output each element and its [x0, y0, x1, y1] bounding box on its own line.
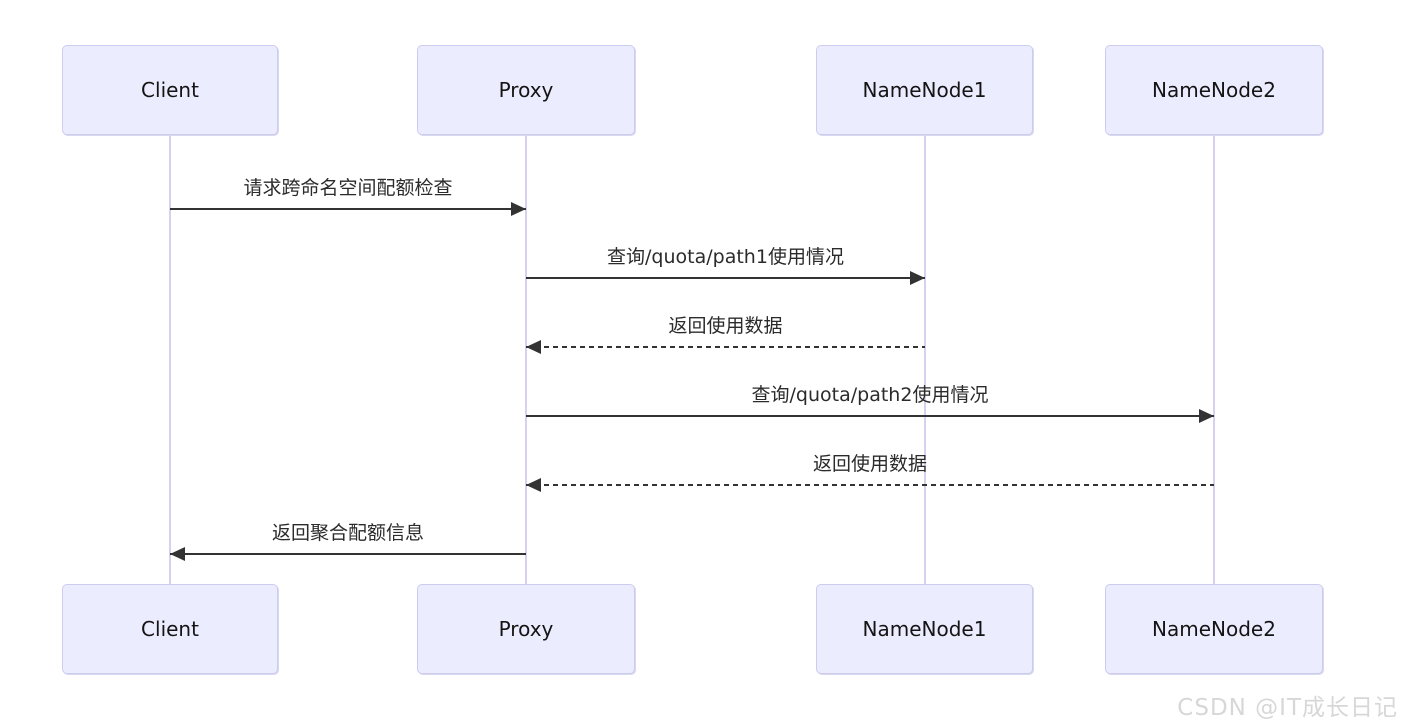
arrowhead-left-icon: [170, 547, 185, 561]
message-namenode1-to-proxy: 返回使用数据: [526, 312, 925, 354]
actor-top-proxy: Proxy: [417, 45, 635, 135]
lifeline-namenode1: [924, 136, 926, 584]
message-line-dashed: [526, 346, 925, 348]
message-line-dashed: [526, 484, 1214, 486]
actor-bottom-proxy: Proxy: [417, 584, 635, 674]
message-line-solid: [170, 208, 526, 210]
arrowhead-right-icon: [910, 271, 925, 285]
arrowhead-left-icon: [526, 340, 541, 354]
actor-label: NameNode2: [1152, 617, 1276, 641]
message-label: 查询/quota/path2使用情况: [751, 384, 989, 406]
message-proxy-to-namenode2: 查询/quota/path2使用情况: [526, 381, 1214, 423]
actor-label: Client: [141, 78, 199, 102]
arrowhead-left-icon: [526, 478, 541, 492]
message-label: 请求跨命名空间配额检查: [243, 177, 453, 199]
arrowhead-right-icon: [1199, 409, 1214, 423]
message-proxy-to-namenode1: 查询/quota/path1使用情况: [526, 243, 925, 285]
message-line-solid: [170, 553, 526, 555]
actor-label: NameNode2: [1152, 78, 1276, 102]
actor-bottom-client: Client: [62, 584, 278, 674]
message-label: 返回使用数据: [812, 453, 927, 475]
message-line-solid: [526, 277, 925, 279]
csdn-watermark: CSDN @IT成长日记: [1177, 695, 1398, 721]
message-label: 返回聚合配额信息: [271, 522, 424, 544]
actor-label: Proxy: [498, 78, 554, 102]
actor-label: Client: [141, 617, 199, 641]
message-namenode2-to-proxy: 返回使用数据: [526, 450, 1214, 492]
message-label: 查询/quota/path1使用情况: [607, 246, 844, 268]
message-line-solid: [526, 415, 1214, 417]
actor-top-client: Client: [62, 45, 278, 135]
actor-label: Proxy: [498, 617, 554, 641]
message-label: 返回使用数据: [668, 315, 783, 337]
actor-bottom-namenode1: NameNode1: [816, 584, 1033, 674]
actor-label: NameNode1: [862, 78, 987, 102]
message-proxy-to-client: 返回聚合配额信息: [170, 519, 526, 561]
lifeline-client: [169, 136, 171, 584]
actor-label: NameNode1: [862, 617, 987, 641]
actor-bottom-namenode2: NameNode2: [1105, 584, 1323, 674]
arrowhead-right-icon: [511, 202, 526, 216]
lifeline-proxy: [525, 136, 527, 584]
actor-top-namenode2: NameNode2: [1105, 45, 1323, 135]
actor-top-namenode1: NameNode1: [816, 45, 1033, 135]
message-client-to-proxy: 请求跨命名空间配额检查: [170, 174, 526, 216]
lifeline-namenode2: [1213, 136, 1215, 584]
